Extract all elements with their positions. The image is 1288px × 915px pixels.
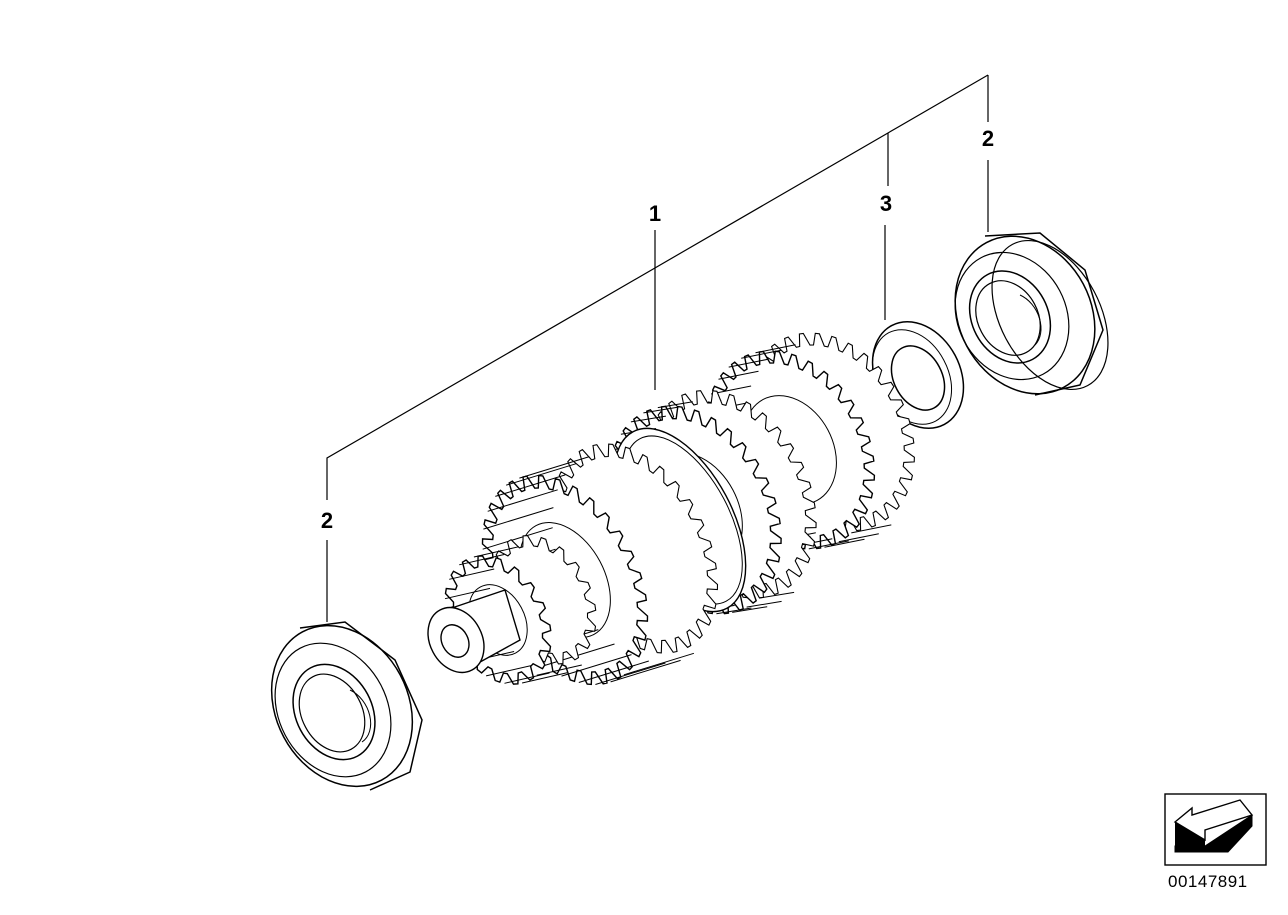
- callout-part-2-left[interactable]: 2: [320, 508, 334, 533]
- ball-bearing-left-icon: [270, 621, 423, 791]
- leader-main-bracket: [326, 74, 989, 500]
- callout-part-2-right[interactable]: 2: [981, 126, 995, 151]
- countershaft-gear-cluster-icon: [427, 332, 915, 686]
- callout-part-1[interactable]: 1: [648, 201, 662, 226]
- leader-lines: [326, 74, 989, 622]
- callout-part-3[interactable]: 3: [879, 191, 893, 216]
- ball-bearing-right-icon: [954, 232, 1192, 396]
- arrow-icon: [1173, 799, 1254, 842]
- orientation-arrow-box: [1164, 793, 1267, 866]
- document-number: 00147891: [1168, 872, 1248, 891]
